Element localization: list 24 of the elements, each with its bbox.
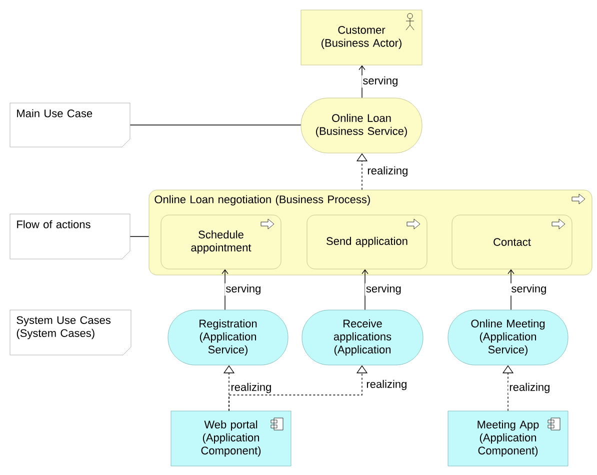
service-pill: Registration (Application Service) bbox=[168, 310, 288, 366]
component-box: Meeting App (Application Component) bbox=[448, 410, 568, 466]
note: System Use Cases (System Cases) bbox=[10, 310, 132, 356]
edge-label: realizing bbox=[508, 382, 552, 394]
edge-label: realizing bbox=[365, 378, 408, 392]
edge-label: serving bbox=[364, 283, 402, 296]
note: Flow of actions bbox=[10, 214, 130, 260]
connector-line bbox=[130, 236, 150, 237]
process-box: Send application bbox=[306, 214, 428, 270]
process-box: Contact bbox=[452, 214, 572, 270]
actor-box: Customer (Business Actor) bbox=[300, 10, 422, 66]
edge-label: serving bbox=[224, 283, 262, 296]
serving-arrow bbox=[362, 269, 368, 310]
edge-label: serving bbox=[362, 75, 400, 88]
process-box: Schedule appointment bbox=[160, 214, 282, 270]
connector-line bbox=[130, 124, 302, 126]
edge-label: realizing bbox=[366, 165, 410, 178]
service-pill: Receive applications (Application bbox=[302, 310, 424, 366]
service-pill: Online Loan (Business Service) bbox=[300, 98, 422, 154]
component-box: Web portal (Application Component) bbox=[170, 410, 292, 466]
service-pill: Online Meeting (Application Service) bbox=[448, 310, 568, 366]
note: Main Use Case bbox=[10, 102, 130, 148]
edge-label: realizing bbox=[230, 382, 273, 394]
edge-label: serving bbox=[510, 283, 548, 296]
